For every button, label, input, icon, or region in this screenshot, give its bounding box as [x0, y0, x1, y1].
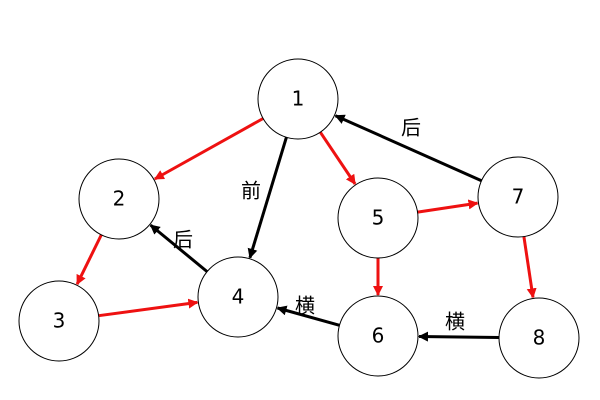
edge-6-4-nontree: [276, 305, 340, 327]
edge-1-4-nontree: [247, 136, 288, 259]
node-label-6: 6: [372, 324, 385, 348]
edge-1-5-tree: [319, 131, 357, 185]
node-label-4: 4: [232, 285, 245, 309]
edge-label-8-6: 横: [445, 310, 465, 334]
nodes-layer: 1 2 3 4 5 6 7 8: [18, 58, 580, 379]
node-4: 4: [197, 256, 279, 338]
edge-1-2-tree: [153, 117, 264, 181]
node-5: 5: [337, 177, 419, 259]
node-label-2: 2: [113, 187, 126, 211]
node-circle-6: [337, 295, 419, 377]
node-1: 1: [257, 58, 339, 140]
node-circle-7: [477, 156, 559, 238]
node-circle-2: [78, 158, 160, 240]
node-circle-4: [197, 256, 279, 338]
edge-4-2-nontree: [149, 223, 209, 273]
edge-7-8-tree: [522, 236, 537, 299]
edge-label-6-4: 横: [295, 294, 315, 318]
edge-7-1-nontree: [334, 114, 483, 183]
node-circle-1: [257, 58, 339, 140]
node-circle-3: [18, 280, 100, 362]
node-6: 6: [337, 295, 419, 377]
node-3: 3: [18, 280, 100, 362]
edge-8-6-nontree: [418, 331, 500, 342]
node-8: 8: [498, 297, 580, 379]
node-label-7: 7: [512, 185, 525, 209]
edge-label-1-4: 前: [241, 179, 261, 203]
edge-label-4-2: 后: [173, 228, 193, 252]
node-label-1: 1: [292, 87, 305, 111]
edge-3-4-tree: [98, 298, 199, 318]
edge-2-3-tree: [75, 234, 103, 286]
node-circle-5: [337, 177, 419, 259]
node-2: 2: [78, 158, 160, 240]
edge-5-7-tree: [417, 199, 479, 214]
node-circle-8: [498, 297, 580, 379]
node-label-5: 5: [372, 206, 385, 230]
edges-layer: [75, 114, 537, 342]
node-7: 7: [477, 156, 559, 238]
edge-label-7-1: 后: [401, 116, 421, 140]
node-label-3: 3: [53, 309, 66, 333]
node-label-8: 8: [533, 326, 546, 350]
